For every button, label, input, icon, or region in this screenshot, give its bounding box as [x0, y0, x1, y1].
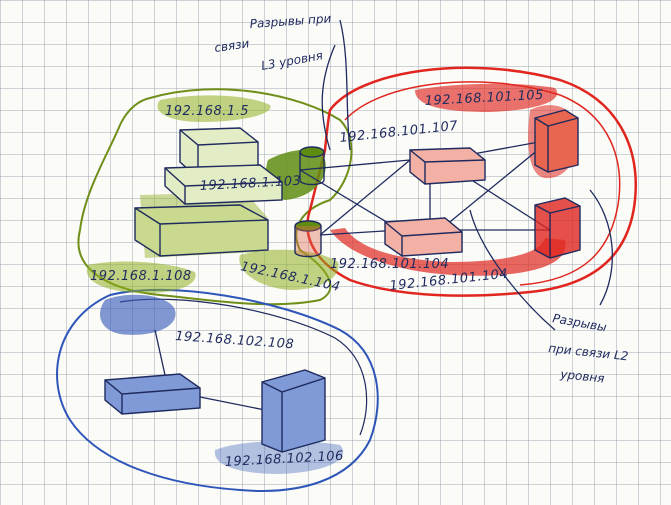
- green-network-boundary: [77, 88, 353, 306]
- connection-lines: [154, 19, 613, 411]
- ip-blue-server: 192.168.102.106: [224, 449, 344, 470]
- green-highlight-link: [86, 261, 196, 294]
- blue-highlight-link: [100, 294, 176, 335]
- ip-blue-router: 192.168.102.108: [175, 329, 295, 352]
- annotation-l2: Разрывы при связи L2 уровня: [548, 311, 629, 385]
- ip-green-gateway-upper: 192.168.1.103: [199, 174, 301, 194]
- annotation-l3-line1: Разрывы при: [249, 11, 332, 31]
- ip-green-link-blue: 192.168.1.108: [90, 269, 192, 284]
- green-switch: [164, 164, 283, 205]
- blue-switch: [104, 373, 201, 415]
- annotation-l2-line1: Разрывы: [551, 311, 607, 334]
- red-highlight-bottom: [330, 228, 566, 276]
- red-highlight-top: [415, 83, 558, 112]
- annotation-l2-line3: уровня: [559, 367, 605, 386]
- green-highlight-ip-top: [157, 95, 271, 122]
- gateway-upper: [299, 146, 325, 186]
- blue-network-boundary: [56, 288, 379, 492]
- ip-red-upper-left: 192.168.101.107: [339, 119, 459, 146]
- gateway-lower: [294, 220, 322, 258]
- annotation-l3-line3: L3 уровня: [260, 48, 324, 73]
- green-server: [134, 204, 269, 257]
- ip-green-router-top: 192.168.1.5: [165, 104, 249, 119]
- annotation-l3-line2: связи: [213, 36, 250, 55]
- ip-red-lower-left: 192.168.101.104: [330, 257, 449, 272]
- annotation-l3: Разрывы при связи L3 уровня: [213, 11, 331, 73]
- red-server-upper: [534, 109, 579, 173]
- red-server-lower: [534, 197, 581, 259]
- blue-highlight-server-ip: [214, 440, 344, 474]
- blue-network-boundary-inner: [119, 298, 368, 436]
- ip-red-top: 192.168.101.105: [424, 88, 544, 109]
- red-network-boundary-inner: [344, 81, 621, 286]
- green-highlight-gw-lower: [239, 249, 339, 290]
- red-network-boundary: [306, 66, 637, 297]
- annotation-l2-line2: при связи L2: [548, 341, 629, 363]
- red-switch-lower: [384, 217, 463, 257]
- blue-server: [261, 369, 326, 453]
- red-switch-upper: [409, 147, 486, 185]
